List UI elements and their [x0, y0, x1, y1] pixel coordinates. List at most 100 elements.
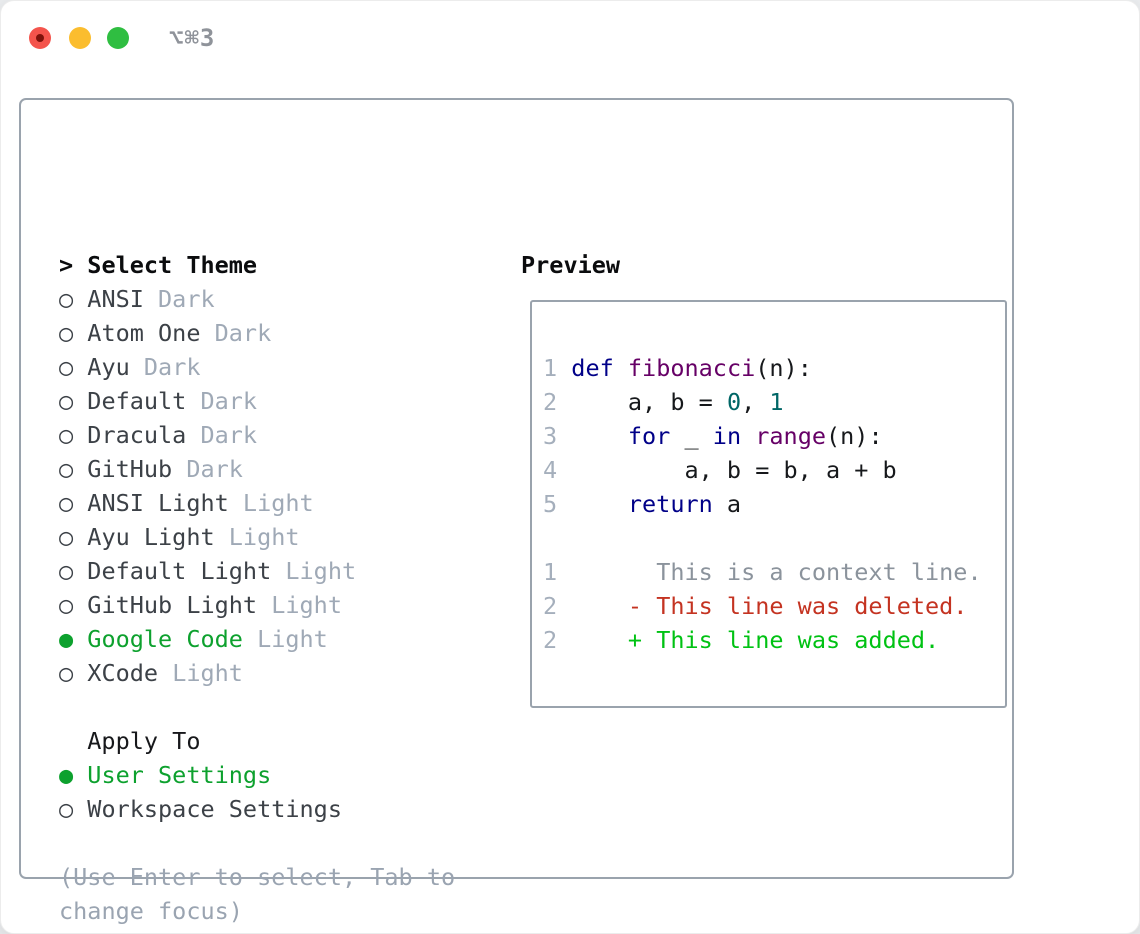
code-token: _: [670, 422, 713, 450]
radio-icon: ○: [59, 421, 88, 449]
main-panel: >Select Theme ○ ANSI Dark○ Atom One Dark…: [19, 98, 1014, 925]
code-token: 1: [543, 558, 558, 586]
apply-to-header: Apply To: [87, 727, 201, 755]
theme-option-atom-one[interactable]: ○ Atom One Dark: [59, 316, 455, 350]
radio-icon: ○: [59, 455, 88, 483]
theme-name: ANSI: [87, 285, 144, 313]
close-button[interactable]: [29, 27, 51, 49]
code-token: (n):: [826, 422, 883, 450]
theme-variant: Light: [257, 591, 342, 619]
close-dot-icon: [36, 34, 44, 42]
code-token: [571, 422, 628, 450]
theme-option-dracula[interactable]: ○ Dracula Dark: [59, 418, 455, 452]
code-token: in: [712, 422, 742, 450]
theme-option-github[interactable]: ○ GitHub Dark: [59, 452, 455, 486]
theme-variant: Dark: [143, 285, 215, 313]
code-token: ,: [741, 388, 770, 416]
code-token: 1: [769, 388, 784, 416]
code-token: for: [627, 422, 671, 450]
apply-option-label: User Settings: [87, 761, 272, 789]
code-token: This is a context line.: [557, 558, 982, 586]
code-token: 1: [543, 354, 572, 382]
code-token: a, b = b, a + b: [571, 456, 897, 484]
code-line-4: 4 a, b = b, a + b: [543, 453, 1005, 487]
code-token: 3: [543, 422, 572, 450]
theme-list: ○ ANSI Dark○ Atom One Dark○ Ayu Dark○ De…: [59, 282, 455, 690]
theme-name: Ayu: [87, 353, 130, 381]
code-token: a, b =: [571, 388, 727, 416]
theme-picker-column: >Select Theme ○ ANSI Dark○ Atom One Dark…: [59, 248, 455, 928]
code-token: range: [755, 422, 826, 450]
apply-to-list: ● User Settings○ Workspace Settings: [59, 758, 455, 826]
radio-icon: ○: [59, 319, 88, 347]
diff-added-line: 2 + This line was added.: [543, 623, 1005, 657]
diff-context-line: 1 This is a context line.: [543, 555, 1005, 589]
code-token: [614, 354, 628, 382]
code-line-1: 1 def fibonacci(n):: [543, 351, 1005, 385]
code-token: 2: [543, 592, 558, 620]
theme-option-ayu[interactable]: ○ Ayu Dark: [59, 350, 455, 384]
theme-option-default[interactable]: ○ Default Dark: [59, 384, 455, 418]
radio-icon: ○: [59, 659, 88, 687]
theme-option-github-light[interactable]: ○ GitHub Light Light: [59, 588, 455, 622]
theme-name: Dracula: [87, 421, 187, 449]
code-token: return: [571, 490, 713, 518]
theme-option-ansi-light[interactable]: ○ ANSI Light Light: [59, 486, 455, 520]
apply-option-user-settings[interactable]: ● User Settings: [59, 758, 455, 792]
theme-option-ayu-light[interactable]: ○ Ayu Light Light: [59, 520, 455, 554]
code-token: [741, 422, 755, 450]
code-token: (n):: [755, 354, 812, 382]
theme-option-default-light[interactable]: ○ Default Light Light: [59, 554, 455, 588]
diff-deleted-line: 2 - This line was deleted.: [543, 589, 1005, 623]
apply-option-label: Workspace Settings: [87, 795, 342, 823]
code-token: fibonacci: [627, 354, 756, 382]
hint-line-2: change focus): [59, 897, 243, 925]
radio-icon: ○: [59, 795, 88, 823]
window-title: ⌥⌘3: [169, 24, 216, 52]
hint-line-1: (Use Enter to select, Tab to: [59, 863, 456, 891]
theme-name: GitHub: [87, 455, 173, 483]
theme-name: Atom One: [87, 319, 201, 347]
code-token: a: [712, 490, 742, 518]
theme-option-xcode[interactable]: ○ XCode Light: [59, 656, 455, 690]
theme-variant: Dark: [172, 455, 243, 483]
preview-header: Preview: [521, 251, 621, 279]
theme-name: Default: [87, 387, 187, 415]
code-token: def: [571, 354, 614, 382]
theme-option-google-code[interactable]: ● Google Code Light: [59, 622, 455, 656]
radio-icon: ○: [59, 557, 88, 585]
theme-name: GitHub Light: [87, 591, 258, 619]
apply-option-workspace-settings[interactable]: ○ Workspace Settings: [59, 792, 455, 826]
radio-icon: ○: [59, 353, 88, 381]
theme-name: Google Code: [87, 625, 243, 653]
code-token: 2: [543, 388, 572, 416]
radio-icon: ○: [59, 285, 88, 313]
code-token: 4: [543, 456, 572, 484]
select-theme-header: > Select Theme: [59, 248, 455, 282]
minimize-button[interactable]: [69, 27, 91, 49]
radio-selected-icon: ●: [59, 761, 88, 789]
preview-column: Preview 1 def fibonacci(n):2 a, b = 0, 1…: [521, 248, 1007, 708]
theme-option-ansi[interactable]: ○ ANSI Dark: [59, 282, 455, 316]
theme-name: ANSI Light: [87, 489, 229, 517]
select-theme-title: Select Theme: [87, 251, 258, 279]
code-token: + This line was added.: [557, 626, 940, 654]
zoom-button[interactable]: [107, 27, 129, 49]
radio-icon: ○: [59, 591, 88, 619]
theme-variant: Light: [214, 523, 300, 551]
spacer: [59, 690, 455, 724]
theme-variant: Light: [242, 625, 328, 653]
theme-variant: Light: [158, 659, 243, 687]
code-token: 2: [543, 626, 558, 654]
theme-name: Default Light: [87, 557, 272, 585]
code-line-5: 5 return a: [543, 487, 1005, 521]
cursor-prefix-icon: >: [59, 251, 74, 279]
theme-variant: Light: [271, 557, 357, 585]
theme-variant: Light: [228, 489, 314, 517]
radio-icon: ○: [59, 387, 88, 415]
theme-variant: Dark: [186, 421, 258, 449]
spacer: [59, 826, 455, 860]
